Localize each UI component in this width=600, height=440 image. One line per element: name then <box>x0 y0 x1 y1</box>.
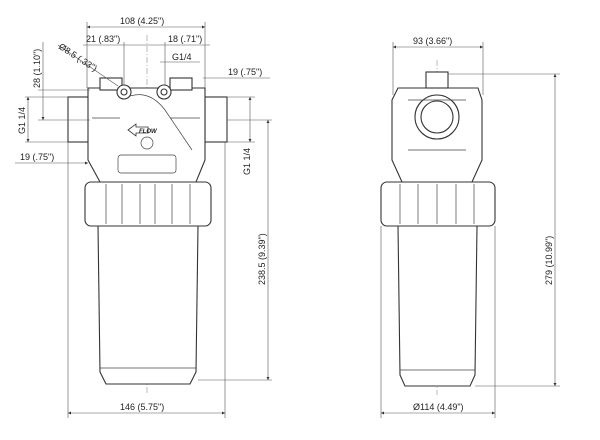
filter-bowl-side <box>397 225 478 387</box>
bowl-nut <box>84 181 212 227</box>
dimension-label: G1 1/4 <box>242 148 252 175</box>
bowl-nut-side <box>380 181 496 227</box>
dimension-label: 93 (3.66") <box>413 36 452 46</box>
dimension-label: 21 (.83") <box>86 34 120 44</box>
dimension-label: 18 (.71") <box>168 34 202 44</box>
dimension-label: 279 (10.99") <box>544 236 554 285</box>
dimension-label: 19 (.75") <box>20 152 54 162</box>
dimension-label: 238.5 (9.39") <box>257 233 267 285</box>
dimension-label: 108 (4.25") <box>120 16 164 26</box>
outlet-pipe <box>204 96 228 143</box>
dimension-label: FLOW <box>139 129 158 135</box>
dimension-label: Ø8.5 (.33") <box>57 41 99 73</box>
dimension-label: G1 1/4 <box>17 107 27 134</box>
dimension-label: 19 (.75") <box>228 67 262 77</box>
front-view: FLOW 108 (4.25") 21 (.83") 18 (.71") G1/… <box>15 16 272 418</box>
filter-head <box>87 87 206 183</box>
dimension-label: Ø114 (4.49") <box>413 402 464 412</box>
filter-bowl <box>97 225 199 385</box>
flow-arrow-icon <box>127 123 149 137</box>
side-view: 93 (3.66") 279 (10.99") Ø114 (4.49") <box>380 36 560 418</box>
dimension-label: 28 (1.10") <box>32 49 42 88</box>
dimension-label: 146 (5.75") <box>120 402 164 412</box>
dimension-label: G1/4 <box>172 52 192 62</box>
inlet-pipe <box>67 96 91 143</box>
